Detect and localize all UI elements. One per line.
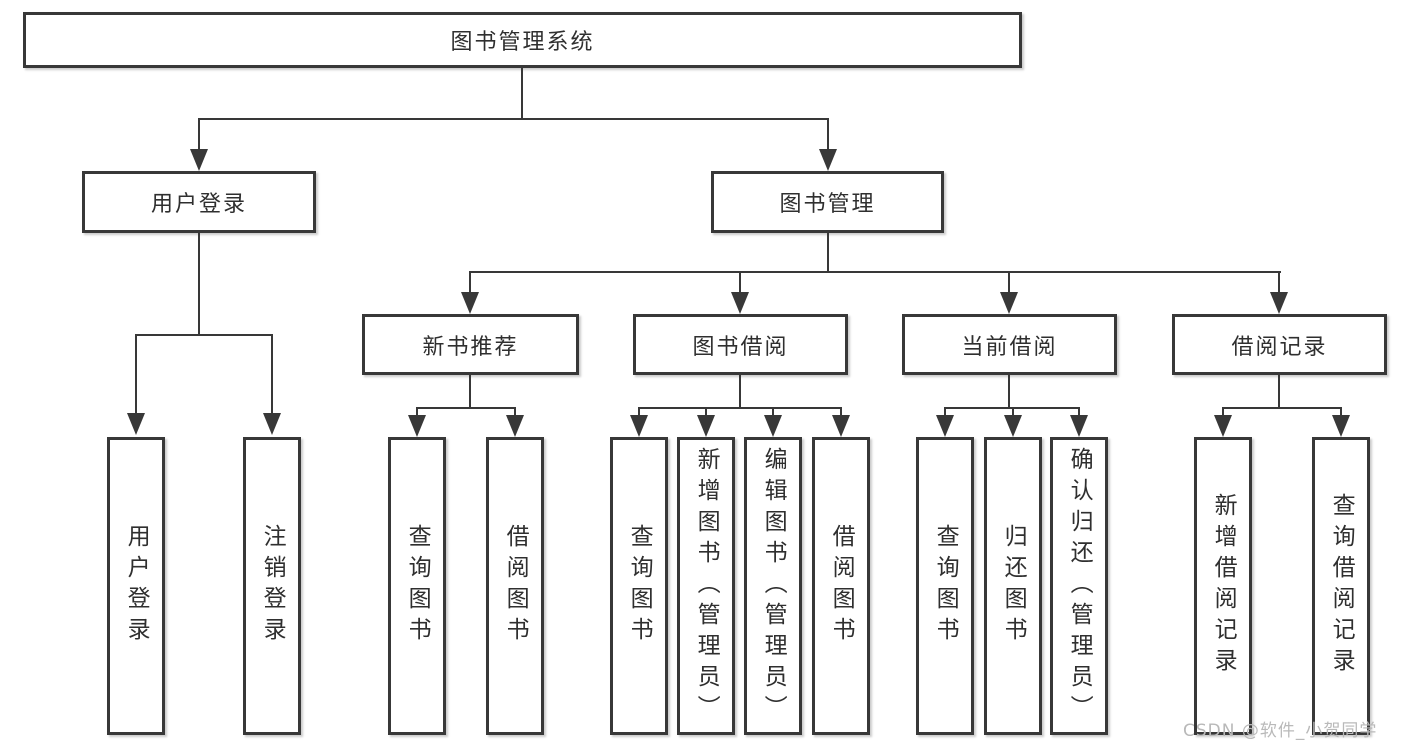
arrow-down-icon bbox=[1004, 415, 1022, 437]
node-label: 注销登录 bbox=[259, 524, 286, 648]
connector-line bbox=[416, 407, 516, 409]
node-label: 编辑图书（管理员） bbox=[760, 446, 787, 726]
node-borrow-books-recommend: 借阅图书 bbox=[486, 437, 544, 735]
arrow-down-icon bbox=[1332, 415, 1350, 437]
arrow-down-icon bbox=[263, 413, 281, 435]
arrow-down-icon bbox=[1270, 292, 1288, 314]
connector-line bbox=[944, 407, 946, 417]
arrow-down-icon bbox=[832, 415, 850, 437]
connector-line bbox=[739, 375, 741, 408]
node-label: 新增借阅记录 bbox=[1210, 493, 1237, 679]
connector-line bbox=[469, 271, 1281, 273]
node-query-books-borrow: 查询图书 bbox=[610, 437, 668, 735]
node-label: 归还图书 bbox=[1000, 524, 1027, 648]
node-confirm-return-admin: 确认归还（管理员） bbox=[1050, 437, 1108, 735]
node-borrowing-records: 借阅记录 bbox=[1172, 314, 1387, 375]
arrow-down-icon bbox=[936, 415, 954, 437]
connector-line bbox=[1008, 375, 1010, 408]
connector-line bbox=[638, 407, 640, 417]
node-return-books: 归还图书 bbox=[984, 437, 1042, 735]
node-borrow-books: 借阅图书 bbox=[812, 437, 870, 735]
connector-line bbox=[1278, 375, 1280, 408]
connector-line bbox=[840, 407, 842, 417]
connector-line bbox=[198, 233, 200, 335]
node-edit-book-admin: 编辑图书（管理员） bbox=[744, 437, 802, 735]
node-label: 借阅图书 bbox=[502, 524, 529, 648]
node-user-login: 用户登录 bbox=[107, 437, 165, 735]
arrow-down-icon bbox=[697, 415, 715, 437]
node-label: 借阅图书 bbox=[828, 524, 855, 648]
connector-line bbox=[271, 334, 273, 415]
connector-line bbox=[827, 118, 829, 151]
connector-line bbox=[827, 233, 829, 272]
node-query-books-recommend: 查询图书 bbox=[388, 437, 446, 735]
node-label: 查询借阅记录 bbox=[1328, 493, 1355, 679]
connector-line bbox=[416, 407, 418, 417]
node-current-borrowing: 当前借阅 bbox=[902, 314, 1117, 375]
node-book-management-branch: 图书管理 bbox=[711, 171, 944, 233]
connector-line bbox=[772, 407, 774, 417]
connector-line bbox=[705, 407, 707, 417]
node-label: 查询图书 bbox=[626, 524, 653, 648]
node-label: 查询图书 bbox=[404, 524, 431, 648]
connector-line bbox=[739, 271, 741, 294]
node-label: 用户登录 bbox=[123, 524, 150, 648]
arrow-down-icon bbox=[408, 415, 426, 437]
arrow-down-icon bbox=[506, 415, 524, 437]
connector-line bbox=[469, 375, 471, 408]
connector-line bbox=[469, 271, 471, 294]
arrow-down-icon bbox=[819, 149, 837, 171]
arrow-down-icon bbox=[190, 149, 208, 171]
connector-line bbox=[1078, 407, 1080, 417]
arrow-down-icon bbox=[1000, 292, 1018, 314]
connector-line bbox=[135, 334, 273, 336]
node-add-book-admin: 新增图书（管理员） bbox=[677, 437, 735, 735]
node-label: 查询图书 bbox=[932, 524, 959, 648]
node-library-management-system: 图书管理系统 bbox=[23, 12, 1022, 68]
connector-line bbox=[1340, 407, 1342, 417]
node-user-login-branch: 用户登录 bbox=[82, 171, 316, 233]
node-new-book-recommend: 新书推荐 bbox=[362, 314, 579, 375]
arrow-down-icon bbox=[630, 415, 648, 437]
node-query-borrow-record: 查询借阅记录 bbox=[1312, 437, 1370, 735]
node-book-borrowing: 图书借阅 bbox=[633, 314, 848, 375]
connector-line bbox=[1008, 271, 1010, 294]
connector-line bbox=[521, 68, 523, 119]
arrow-down-icon bbox=[127, 413, 145, 435]
connector-line bbox=[1278, 271, 1280, 294]
arrow-down-icon bbox=[731, 292, 749, 314]
node-logout: 注销登录 bbox=[243, 437, 301, 735]
connector-line bbox=[1222, 407, 1342, 409]
connector-line bbox=[1222, 407, 1224, 417]
connector-line bbox=[514, 407, 516, 417]
node-label: 新增图书（管理员） bbox=[693, 446, 720, 726]
arrow-down-icon bbox=[461, 292, 479, 314]
connector-line bbox=[1012, 407, 1014, 417]
connector-line bbox=[198, 118, 829, 120]
connector-line bbox=[135, 334, 137, 415]
csdn-watermark: CSDN @软件_小贺同学 bbox=[1183, 721, 1378, 741]
connector-line bbox=[198, 118, 200, 151]
node-label: 确认归还（管理员） bbox=[1066, 446, 1093, 726]
node-add-borrow-record: 新增借阅记录 bbox=[1194, 437, 1252, 735]
node-query-books-current: 查询图书 bbox=[916, 437, 974, 735]
connector-line bbox=[638, 407, 842, 409]
arrow-down-icon bbox=[1214, 415, 1232, 437]
arrow-down-icon bbox=[764, 415, 782, 437]
arrow-down-icon bbox=[1070, 415, 1088, 437]
